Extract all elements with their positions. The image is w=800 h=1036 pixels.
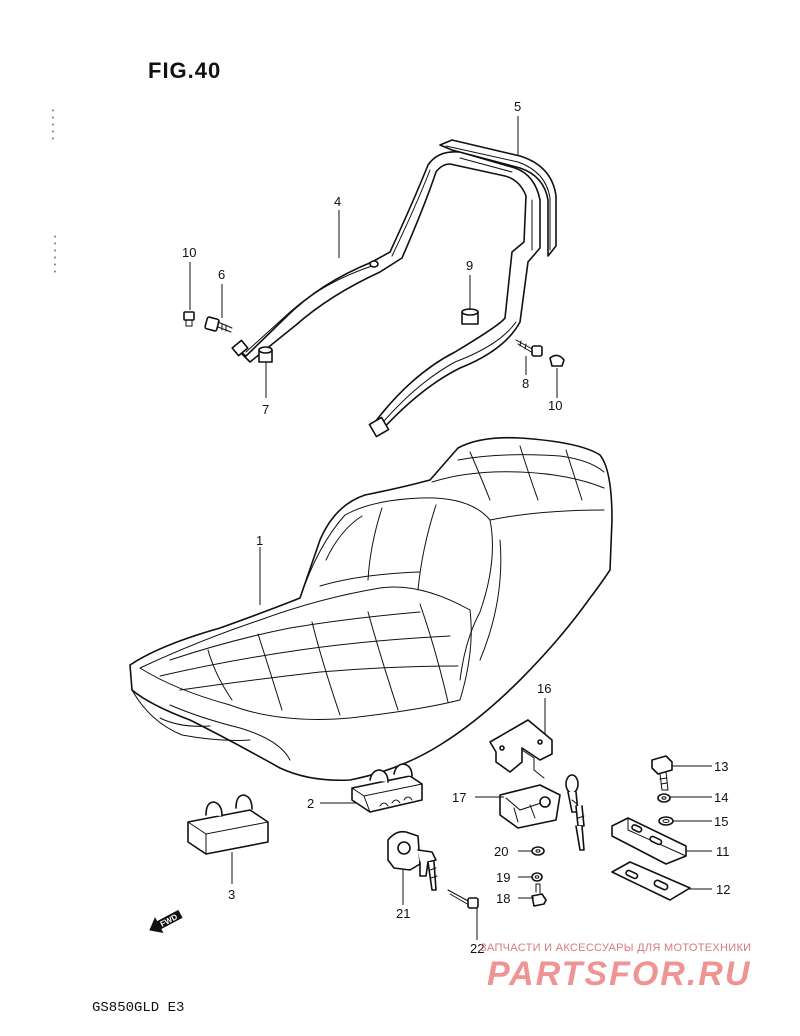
figure-title: FIG.40 [148,58,222,83]
callout-15: 15 [714,814,728,829]
lock-bracket-part-16 [489,719,553,779]
seat-lock-part-17 [499,774,585,851]
callout-21: 21 [396,906,410,921]
callout-9: 9 [466,258,473,273]
helmet-lock-part-21 [387,830,438,891]
callout-12: 12 [716,882,730,897]
washer-part-14 [657,793,671,803]
callout-2: 2 [307,796,314,811]
screw-part-22 [447,889,479,909]
margin-marks [52,109,56,273]
callout-1: 1 [256,533,263,548]
damper-part-2 [351,763,423,813]
nut-part-19 [531,872,543,882]
callout-20: 20 [494,844,508,859]
callout-13: 13 [714,759,728,774]
callout-10-right: 10 [548,398,562,413]
watermark-caption: ЗАПЧАСТИ И АКСЕССУАРЫ ДЛЯ МОТОТЕХНИКИ [480,942,752,954]
callout-4: 4 [334,194,341,209]
watermark-brand-text: PARTSFOR.RU [487,955,751,993]
plate-part-11 [611,817,687,865]
callout-18: 18 [496,891,510,906]
callout-14: 14 [714,790,728,805]
callout-11: 11 [716,844,730,859]
trim-strip-part-5 [439,139,557,257]
bolt-part-13 [651,755,673,791]
bolt-part-8 [515,339,543,357]
callout-17: 17 [452,790,466,805]
leader-lines [189,116,712,940]
model-label: GS850GLD E3 [92,1000,185,1016]
bolt-part-6 [204,316,233,333]
callout-16: 16 [537,681,551,696]
callout-3: 3 [228,887,235,902]
plate-part-12 [611,861,691,901]
bolt-part-18 [531,883,547,907]
callout-5: 5 [514,99,521,114]
collar-part-7 [258,346,273,363]
washer-part-15 [658,816,674,826]
callout-22: 22 [470,941,484,956]
washer-part-20 [531,846,545,856]
forward-arrow: FWD [149,909,183,934]
grab-rail-part-4 [231,150,541,438]
callout-7: 7 [262,402,269,417]
callout-10-left: 10 [182,245,196,260]
bolt-part-10-left [183,311,195,327]
watermark-logo: PARTSFOR.RU [487,955,751,993]
callout-6: 6 [218,267,225,282]
damper-part-3 [187,794,269,855]
bolt-part-10-right [549,354,565,367]
callout-labels: 1 2 3 4 5 6 7 8 9 10 10 11 12 13 14 15 1… [182,99,730,956]
cushion-part-9 [461,308,479,325]
callout-19: 19 [496,870,510,885]
callout-8: 8 [522,376,529,391]
seat-part-1 [129,436,613,782]
